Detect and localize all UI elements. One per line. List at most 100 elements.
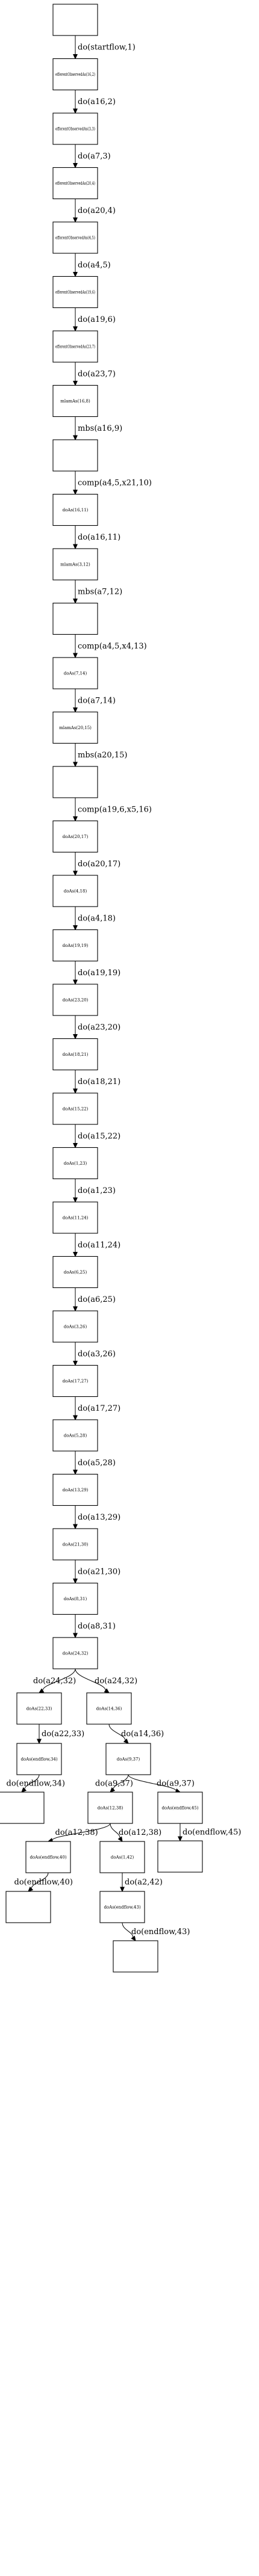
state-label: doAs(6,25) [64,1270,87,1275]
edge-label: do(a6,25) [78,1295,116,1304]
arrowhead-icon [73,870,78,877]
transition-edge: do(a17,27) [73,1396,120,1421]
transition-edge: do(a23,7) [73,362,116,386]
state-node: doAs(3,26) [52,1310,98,1343]
arrowhead-icon [73,163,78,168]
state-label: efferentObservedAs(16,2) [55,72,95,77]
edge-label: do(a5,28) [78,1458,116,1467]
state-node: doAs(21,30) [52,1528,98,1561]
transition-edge: do(a13,29) [73,1505,120,1530]
arrowhead-icon [73,1524,78,1530]
arrowhead-icon [123,1738,129,1744]
state-box [52,1582,98,1615]
transition-edge: do(a8,31) [73,1614,116,1639]
state-box [52,221,98,254]
arrowhead-icon [37,1739,42,1745]
state-node: doAs(endflow,34) [16,1743,62,1775]
state-node: doAs(endflow,45) [157,1792,203,1824]
transition-edge: do(a11,24) [73,1233,120,1257]
transition-edge: do(a24,32) [33,1668,76,1693]
arrowhead-icon [73,1197,78,1203]
state-node: doAs(18,21) [52,1038,98,1071]
edge-label: do(a11,24) [78,1240,120,1249]
arrowhead-icon [73,1306,78,1312]
transition-edge: comp(a19,6,x5,16) [73,797,152,822]
state-box [52,439,98,472]
arrowhead-icon [73,1361,78,1366]
state-node: doAs(17,27) [52,1364,98,1397]
edge-label: comp(a4,5,x4,13) [78,642,147,651]
state-label: doAs(1,23) [64,1161,87,1166]
edge-layer: do(startflow,1)do(a16,2)do(a7,3)do(a20,4… [7,35,241,1941]
edge-line [122,1922,134,1938]
transition-edge: do(endflow,43) [122,1922,190,1941]
state-box [52,1637,98,1669]
arrowhead-icon [73,1088,78,1094]
edge-label: do(a9,37) [95,1779,133,1789]
edge-line [24,1774,40,1790]
state-box [52,929,98,962]
edge-line [113,1774,129,1790]
state-node [0,1792,45,1824]
state-box [52,1473,98,1506]
edge-label: mbs(a20,15) [78,751,127,760]
transition-edge: do(a6,25) [73,1287,116,1312]
edge-label: comp(a19,6,x5,16) [78,805,152,814]
state-box [0,1792,45,1824]
transition-edge: do(a4,18) [73,906,116,931]
transition-edge: do(a5,28) [73,1451,116,1475]
edge-line [31,1872,49,1889]
transition-edge: mbs(a7,12) [73,579,122,604]
transition-edge: do(a23,20) [73,1015,120,1040]
state-node [52,4,98,36]
state-box [52,820,98,853]
state-node: doAs(6,25) [52,1256,98,1289]
state-node: doAs(endflow,40) [25,1841,71,1873]
arrowhead-icon [73,1633,78,1639]
edge-label: do(a24,32) [95,1677,137,1686]
state-node [5,1891,51,1923]
state-box [52,984,98,1016]
edge-label: do(a19,6) [78,315,116,324]
edge-label: do(a7,14) [78,696,116,705]
edge-label: do(endflow,40) [14,1878,73,1887]
state-label: efferentObservedAs(4,5) [55,236,95,241]
edge-label: do(a19,19) [78,969,120,978]
state-node: mlamAs(20,15) [52,711,98,744]
state-box [52,384,98,418]
edge-label: mbs(a7,12) [78,587,122,596]
state-label: doAs(14,36) [96,1707,122,1712]
state-box [99,1841,145,1873]
state-box [52,602,98,635]
state-node [52,602,98,635]
edge-label: do(a20,17) [78,860,120,869]
state-box [52,875,98,907]
arrowhead-icon [117,1836,123,1843]
transition-edge: do(endflow,34) [7,1774,65,1793]
state-box [99,1891,145,1923]
state-node: doAs(5,28) [52,1419,98,1452]
transition-edge: do(a20,17) [73,852,120,877]
state-label: doAs(24,32) [63,1651,89,1656]
transition-edge: do(a22,33) [37,1724,84,1745]
state-box [52,657,98,689]
arrowhead-icon [73,1034,78,1040]
state-box [52,4,98,36]
arrowhead-icon [73,1579,78,1584]
state-label: doAs(12,38) [98,1806,123,1811]
state-label: doAs(11,24) [63,1216,89,1221]
edge-label: do(endflow,43) [131,1927,190,1937]
state-node: doAs(9,37) [105,1743,151,1775]
arrowhead-icon [73,544,78,550]
edge-label: do(a16,2) [78,97,116,106]
state-box [52,330,98,363]
state-box [52,493,98,526]
state-node [157,1840,203,1873]
transition-edge: do(a7,14) [73,688,116,713]
state-box [157,1792,203,1824]
state-label: doAs(8,31) [64,1597,87,1601]
arrowhead-icon [73,707,78,713]
state-box [87,1792,133,1824]
arrowhead-icon [73,435,78,441]
state-node: doAs(15,22) [52,1092,98,1125]
